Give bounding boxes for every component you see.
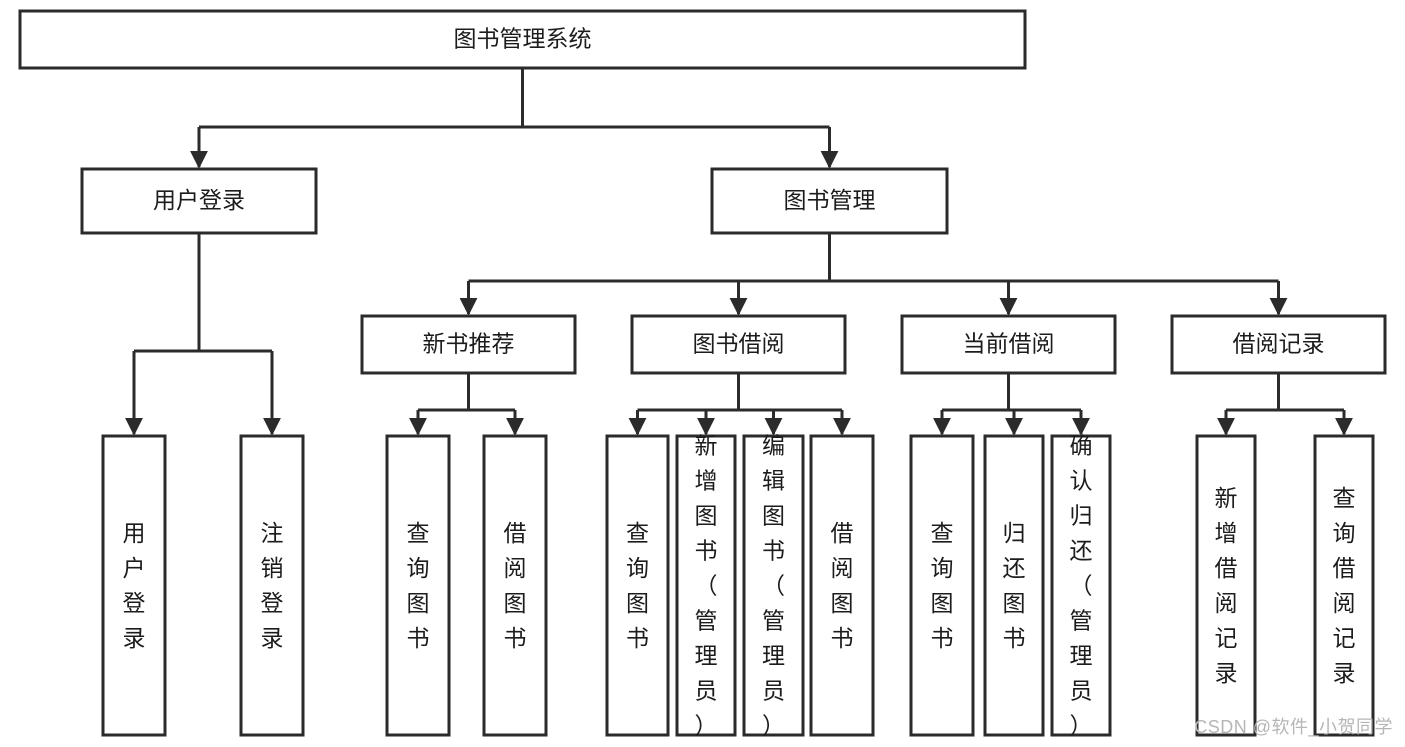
watermark-label: CSDN @软件_小贺同学 (1194, 717, 1393, 737)
node-box (80, 167, 318, 235)
node-box (360, 314, 577, 375)
node-leaf-return-book[interactable]: 归还图书 (983, 434, 1045, 737)
node-user-login[interactable]: 用户登录 (80, 167, 318, 235)
node-box (809, 434, 875, 737)
node-label: 确认归还（管理员） (1070, 433, 1093, 739)
node-box (1170, 314, 1387, 375)
node-leaf-query-book-2[interactable]: 查询图书 (605, 434, 670, 737)
node-box (239, 434, 305, 737)
node-box (18, 9, 1027, 70)
node-box (983, 434, 1045, 737)
node-label: 借阅图书 (831, 520, 854, 651)
node-box (101, 434, 167, 737)
node-root-system[interactable]: 图书管理系统 (18, 9, 1027, 70)
node-label: 图书借阅 (693, 331, 785, 357)
node-borrow-record[interactable]: 借阅记录 (1170, 314, 1387, 375)
node-label: 当前借阅 (963, 331, 1055, 357)
node-box (605, 434, 670, 737)
node-leaf-query-book-1[interactable]: 查询图书 (385, 434, 451, 737)
node-box (385, 434, 451, 737)
node-box (1050, 434, 1112, 737)
node-leaf-add-record[interactable]: 新增借阅记录 (1195, 434, 1257, 737)
node-leaf-query-record[interactable]: 查询借阅记录 (1313, 434, 1375, 737)
node-box (1313, 434, 1375, 737)
node-label: 归还图书 (1003, 520, 1026, 651)
node-box (482, 434, 548, 737)
node-label: 新增图书（管理员） (695, 433, 718, 739)
node-box (710, 167, 949, 235)
node-leaf-query-book-3[interactable]: 查询图书 (909, 434, 975, 737)
node-label: 查询图书 (626, 520, 649, 651)
node-box (630, 314, 847, 375)
node-box (909, 434, 975, 737)
node-label: 借阅图书 (504, 520, 527, 651)
node-new-book-rec[interactable]: 新书推荐 (360, 314, 577, 375)
node-label: 用户登录 (123, 520, 146, 651)
node-label: 用户登录 (153, 187, 245, 213)
node-leaf-confirm-return[interactable]: 确认归还（管理员） (1050, 433, 1112, 739)
node-label: 查询图书 (407, 520, 430, 651)
node-leaf-user-login[interactable]: 用户登录 (101, 434, 167, 737)
node-label: 图书管理系统 (454, 26, 592, 52)
node-book-manage[interactable]: 图书管理 (710, 167, 949, 235)
node-current-borrow[interactable]: 当前借阅 (900, 314, 1117, 375)
node-box (742, 434, 805, 737)
node-label: 新书推荐 (423, 331, 515, 357)
node-book-borrow[interactable]: 图书借阅 (630, 314, 847, 375)
node-leaf-edit-book[interactable]: 编辑图书（管理员） (742, 433, 805, 739)
node-box (675, 434, 737, 737)
node-label: 借阅记录 (1233, 331, 1325, 357)
node-leaf-user-logout[interactable]: 注销登录 (239, 434, 305, 737)
edge-layer (125, 68, 1353, 436)
node-label: 查询图书 (931, 520, 954, 651)
node-label: 注销登录 (261, 520, 284, 651)
node-leaf-borrow-book-1[interactable]: 借阅图书 (482, 434, 548, 737)
node-box (900, 314, 1117, 375)
node-leaf-borrow-book-2[interactable]: 借阅图书 (809, 434, 875, 737)
node-box (1195, 434, 1257, 737)
node-label: 编辑图书（管理员） (762, 433, 785, 739)
node-label: 查询借阅记录 (1333, 485, 1356, 686)
node-layer: 图书管理系统用户登录图书管理新书推荐图书借阅当前借阅借阅记录用户登录注销登录查询… (18, 9, 1387, 739)
node-label: 新增借阅记录 (1215, 485, 1238, 686)
node-label: 图书管理 (784, 187, 876, 213)
node-leaf-add-book[interactable]: 新增图书（管理员） (675, 433, 737, 739)
